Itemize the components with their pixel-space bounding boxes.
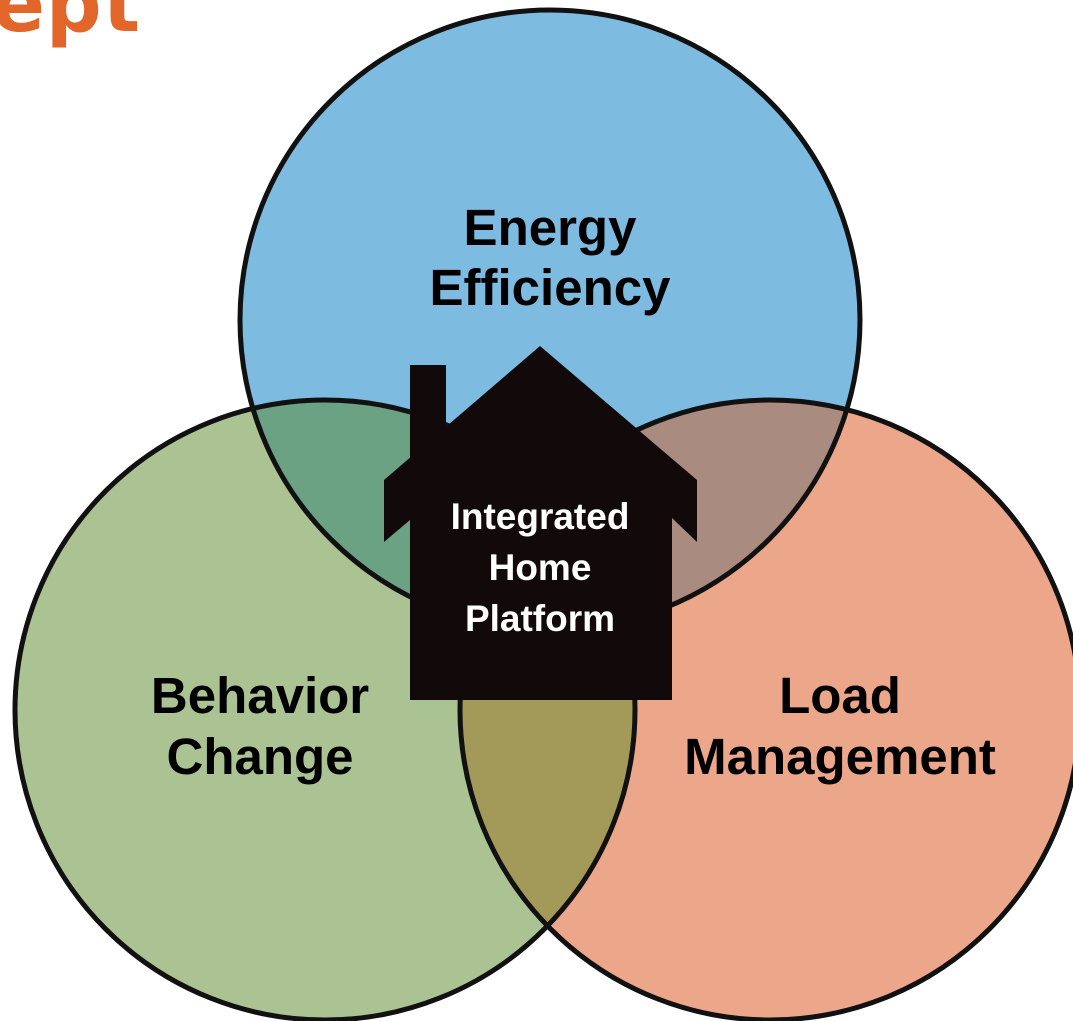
center-label-line2: Home bbox=[489, 547, 592, 588]
house-icon bbox=[384, 346, 697, 700]
page-title-fragment: ept bbox=[0, 0, 142, 50]
center-label-line1: Integrated bbox=[451, 496, 630, 537]
behavior-change-label-line1: Behavior bbox=[151, 667, 369, 724]
energy-efficiency-label-line2: Efficiency bbox=[430, 259, 672, 316]
house-body bbox=[384, 346, 697, 700]
load-management-outline bbox=[457, 397, 1073, 1021]
center-label-line3: Platform bbox=[465, 598, 615, 639]
behavior-change-label-line2: Change bbox=[166, 728, 353, 785]
load-management-label-line1: Load bbox=[779, 667, 901, 724]
energy-efficiency-label-line1: Energy bbox=[464, 199, 638, 256]
load-management-label-line2: Management bbox=[684, 728, 996, 785]
behavior-change-outline bbox=[12, 397, 638, 1021]
